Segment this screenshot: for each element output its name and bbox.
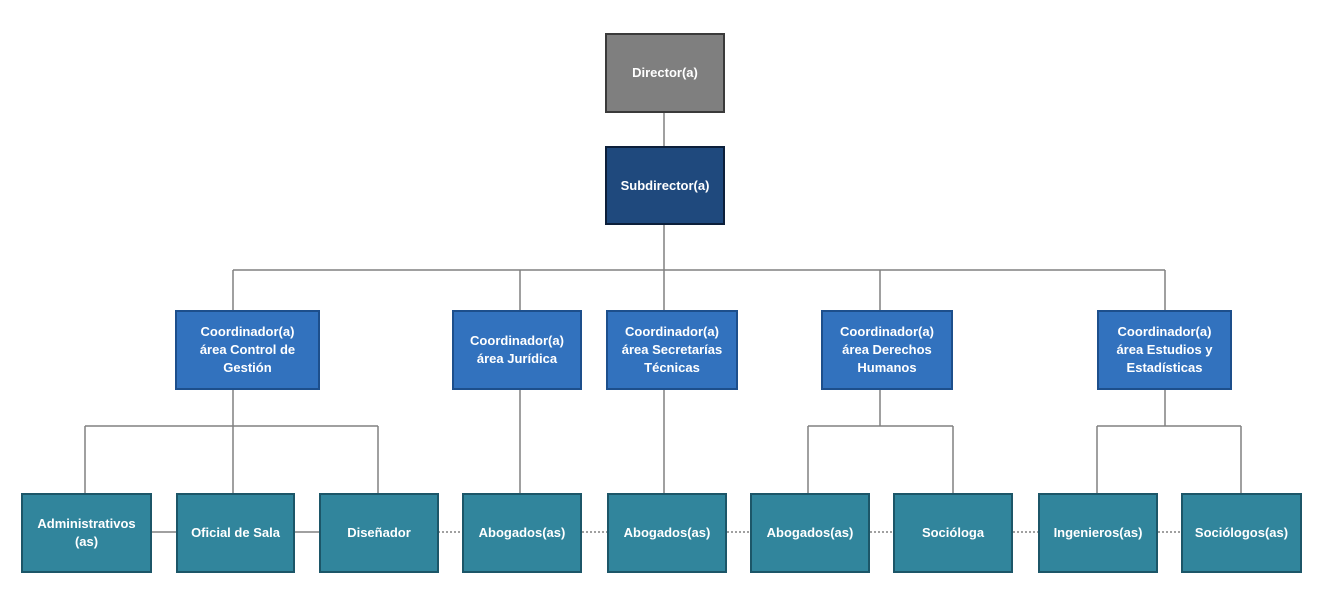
director-box: Director(a) — [605, 33, 725, 113]
staff-administrativos-box: Administrativos (as) — [21, 493, 152, 573]
staff-abogados-derechos-box: Abogados(as) — [750, 493, 870, 573]
staff-abogados-juridica-box: Abogados(as) — [462, 493, 582, 573]
staff-abogados-secretarias-box: Abogados(as) — [607, 493, 727, 573]
coordinator-secretarias-tecnicas-box: Coordinador(a) área Secretarías Técnicas — [606, 310, 738, 390]
coordinator-estudios-estadisticas-box: Coordinador(a) área Estudios y Estadísti… — [1097, 310, 1232, 390]
staff-sociologos-box: Sociólogos(as) — [1181, 493, 1302, 573]
coordinator-juridica-box: Coordinador(a) área Jurídica — [452, 310, 582, 390]
staff-oficial-sala-box: Oficial de Sala — [176, 493, 295, 573]
coordinator-derechos-humanos-box: Coordinador(a) área Derechos Humanos — [821, 310, 953, 390]
staff-ingenieros-box: Ingenieros(as) — [1038, 493, 1158, 573]
subdirector-box: Subdirector(a) — [605, 146, 725, 225]
staff-sociologa-box: Socióloga — [893, 493, 1013, 573]
staff-disenador-box: Diseñador — [319, 493, 439, 573]
coordinator-control-gestion-box: Coordinador(a) área Control de Gestión — [175, 310, 320, 390]
